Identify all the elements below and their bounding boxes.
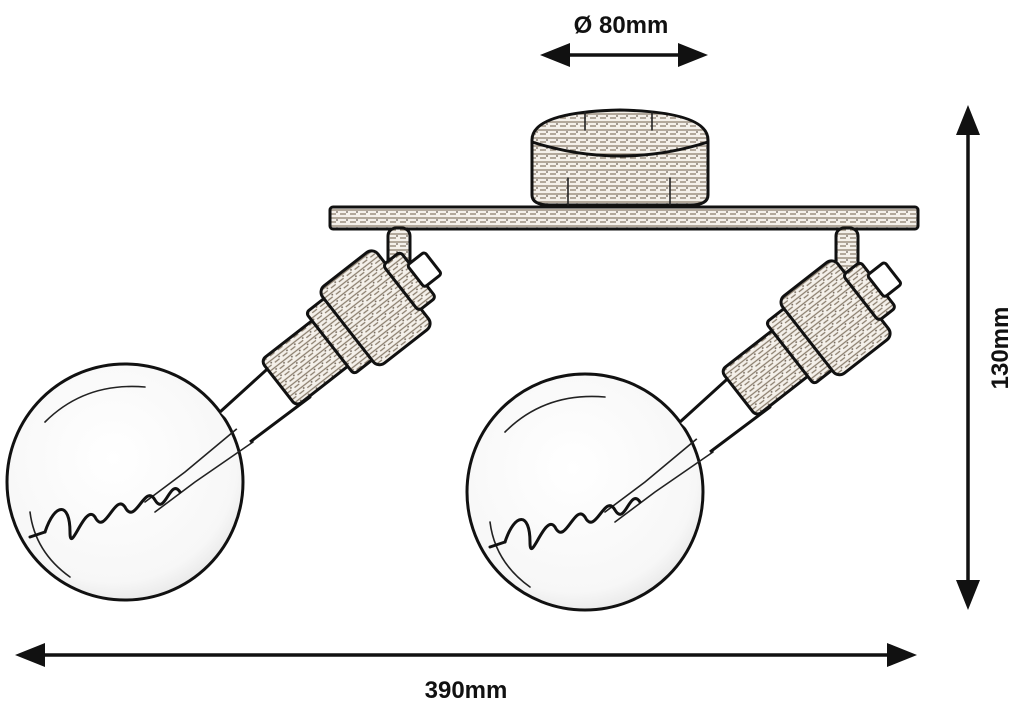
mounting-bar: [328, 205, 920, 231]
height-dimension: 130mm: [956, 105, 1014, 610]
height-arrow-bottom: [956, 580, 980, 610]
diameter-label: Ø 80mm: [574, 12, 669, 39]
width-arrow-right: [887, 643, 917, 667]
height-arrow-top: [956, 105, 980, 135]
width-arrow-left: [15, 643, 45, 667]
width-label: 390mm: [425, 677, 508, 704]
height-label: 130mm: [987, 307, 1014, 390]
right-bulb-fixture: [465, 232, 925, 612]
diameter-dimension: Ø 80mm: [540, 12, 708, 67]
diameter-arrow-right: [678, 43, 708, 67]
left-bulb-fixture: [5, 222, 465, 602]
diameter-arrow-left: [540, 43, 570, 67]
width-dimension: 390mm: [15, 643, 917, 704]
ceiling-canopy: [530, 108, 710, 207]
